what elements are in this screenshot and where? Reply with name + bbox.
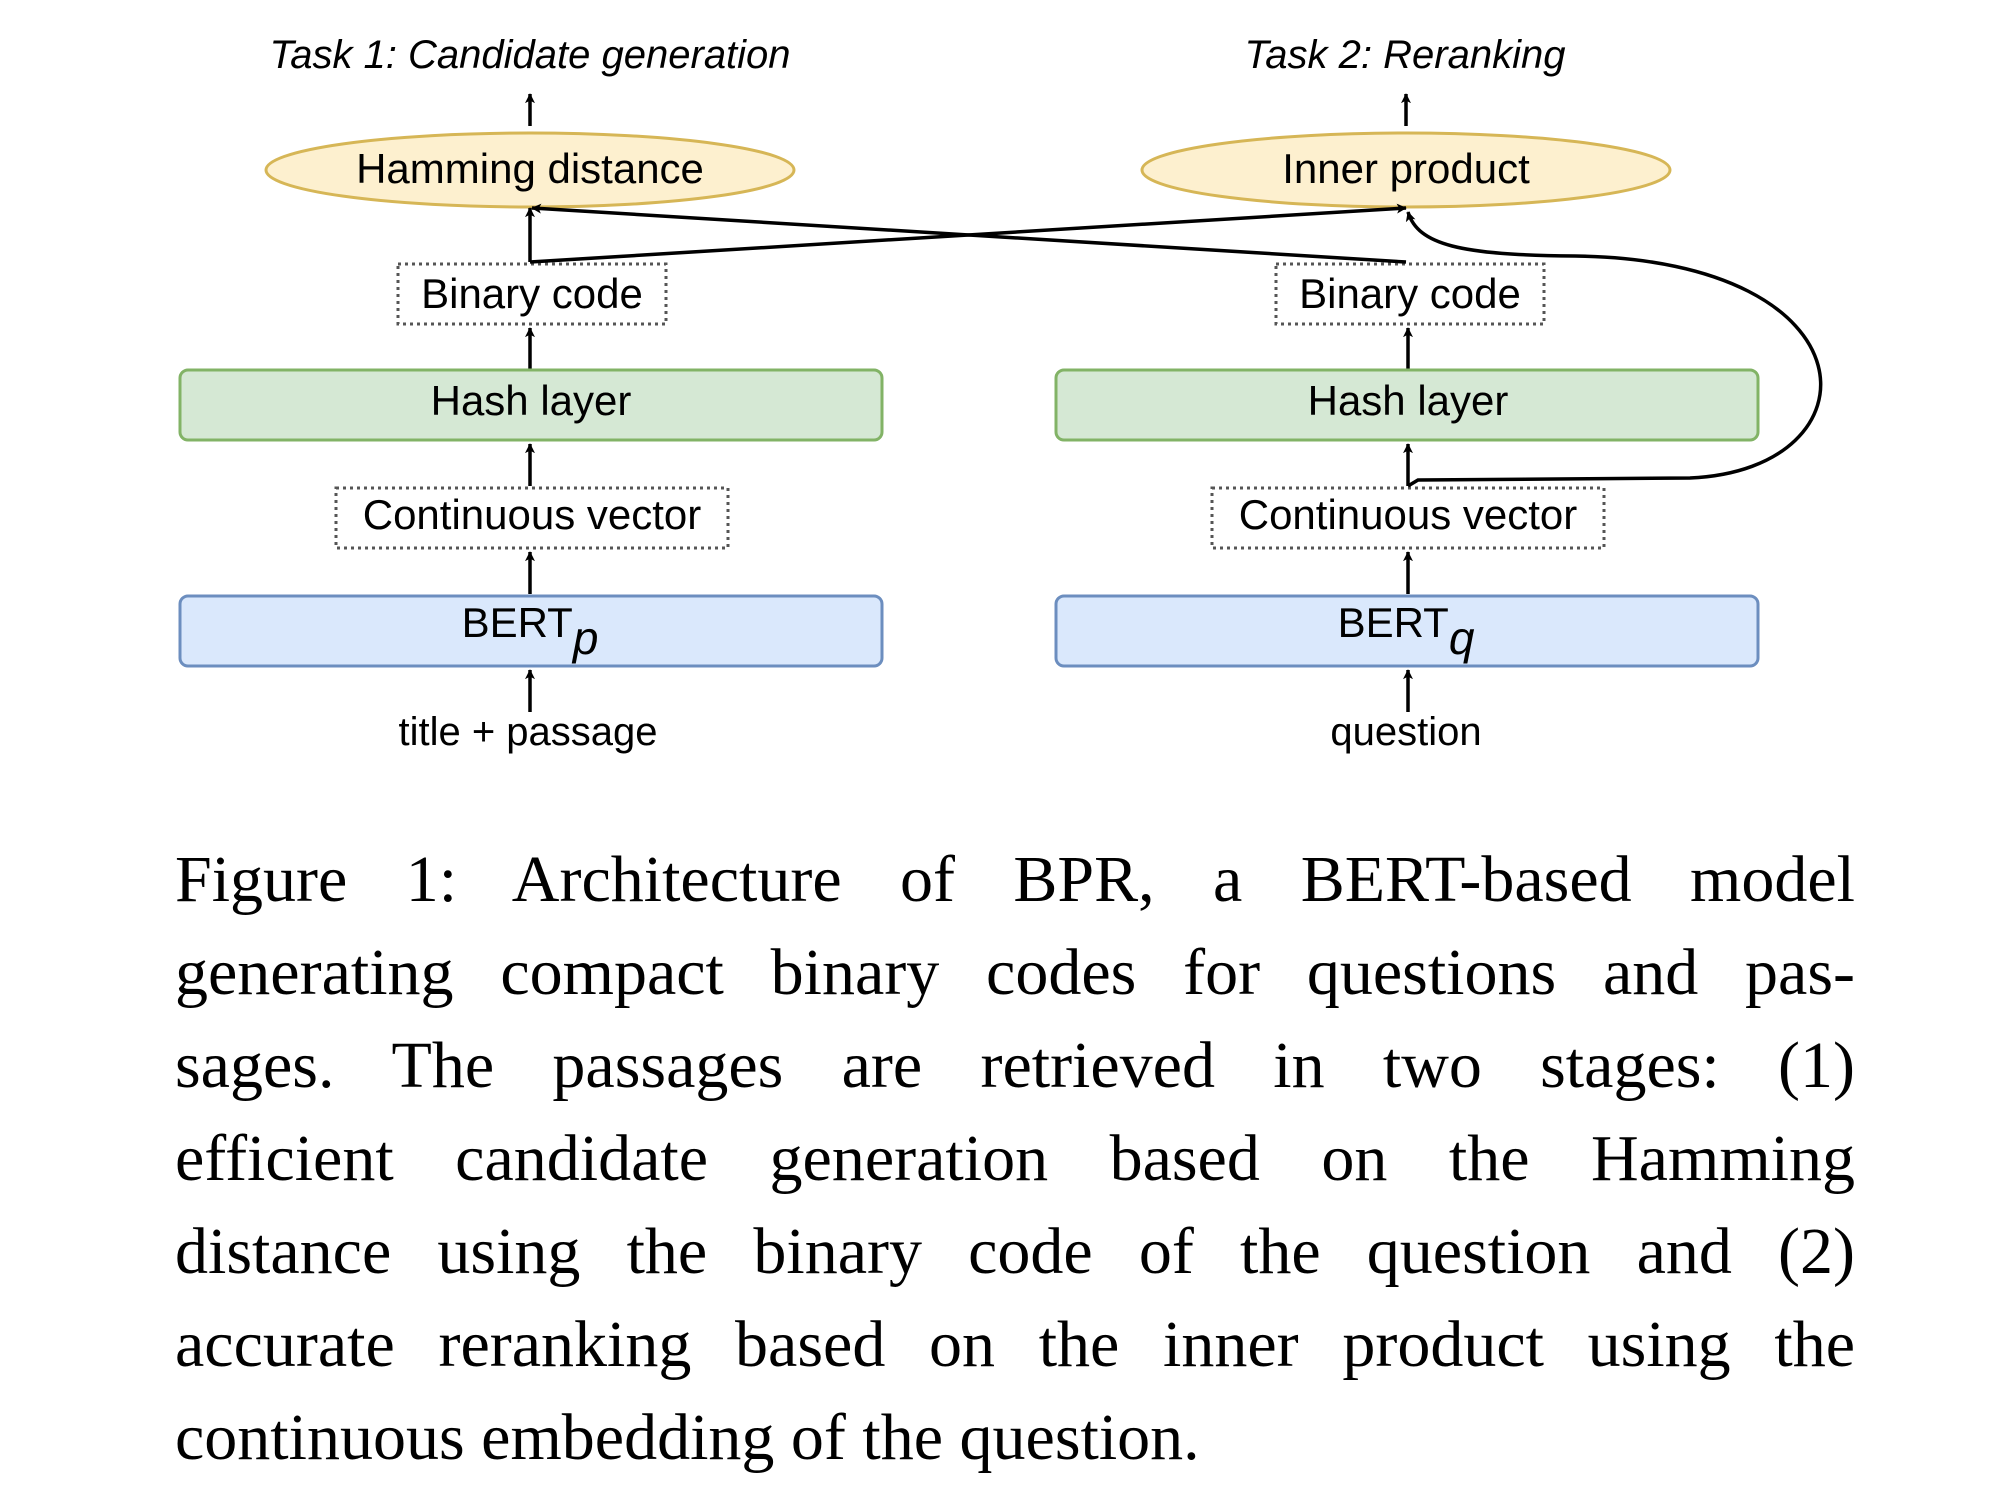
caption-line-1: Figure 1: Architecture of BPR, a BERT-ba… <box>175 843 1855 916</box>
left-continuous-vector-node <box>334 486 730 550</box>
left-hash-layer-label: Hash layer <box>431 377 632 424</box>
right-continuous-vector-label: Continuous vector <box>1239 491 1578 538</box>
bert-q-base: BERT <box>1338 599 1449 646</box>
right-hash-layer-node <box>1054 368 1760 442</box>
task-1-label: Task 1: Candidate generation <box>269 33 790 77</box>
left-binary-code-label: Binary code <box>421 270 643 317</box>
arrow-right-binary-to-hamming-distance <box>531 203 1407 264</box>
bert-p-subscript: p <box>571 612 599 664</box>
right-continuous-vector-node <box>1210 486 1606 550</box>
left-column: Task 1: Candidate generation Hamming dis… <box>178 33 884 754</box>
bert-q-label: BERTq <box>1338 599 1475 664</box>
caption-line-5: distance using the binary code of the qu… <box>175 1215 1855 1288</box>
caption-line-3: sages. The passages are retrieved in two… <box>175 1029 1855 1102</box>
hamming-distance-label: Hamming distance <box>356 145 704 192</box>
figure-caption: Figure 1: Architecture of BPR, a BERT-ba… <box>175 833 1855 1484</box>
bpr-architecture-diagram: Task 1: Candidate generation Hamming dis… <box>178 33 1823 754</box>
bert-p-base: BERT <box>462 599 573 646</box>
right-hash-layer-label: Hash layer <box>1308 377 1509 424</box>
caption-line-2: generating compact binary codes for ques… <box>175 936 1855 1009</box>
right-binary-code-label: Binary code <box>1299 270 1521 317</box>
caption-line-6: accurate reranking based on the inner pr… <box>175 1308 1855 1381</box>
passage-input-label: title + passage <box>398 710 657 754</box>
bert-p-label: BERTp <box>462 599 599 664</box>
hamming-distance-node <box>264 131 796 209</box>
right-binary-code-node <box>1274 262 1546 326</box>
bert-q-node <box>1054 594 1760 668</box>
caption-line-4: efficient candidate generation based on … <box>175 1122 1855 1195</box>
left-binary-code-node <box>396 262 668 326</box>
bert-p-node <box>178 594 884 668</box>
arrow-question-vector-to-inner-product <box>1405 211 1823 488</box>
left-hash-layer-node <box>178 368 884 442</box>
right-column: Task 2: Reranking Inner product Binary c… <box>1054 33 1760 754</box>
task-2-label: Task 2: Reranking <box>1245 33 1566 77</box>
bert-q-subscript: q <box>1449 612 1475 664</box>
question-input-label: question <box>1330 710 1481 754</box>
caption-line-7: continuous embedding of the question. <box>175 1401 1200 1474</box>
left-continuous-vector-label: Continuous vector <box>363 491 702 538</box>
inner-product-label: Inner product <box>1282 145 1530 192</box>
